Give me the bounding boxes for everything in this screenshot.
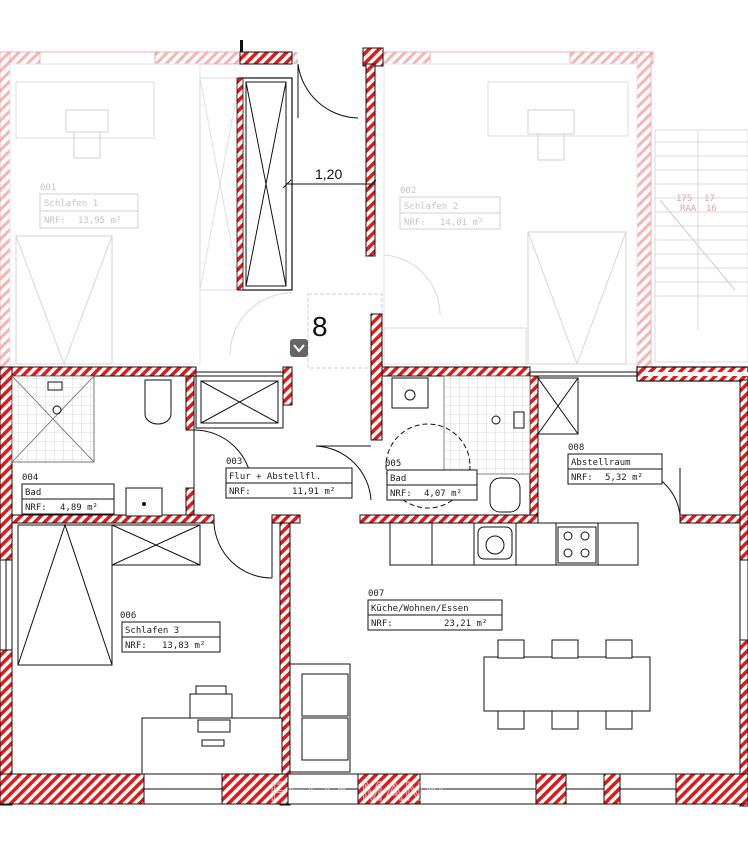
room-label-004: 004 Bad NRF: 4,89 m² <box>21 473 115 515</box>
cooktop <box>557 526 597 564</box>
bed-006 <box>17 524 113 666</box>
svg-text:4,07 m²: 4,07 m² <box>424 489 462 499</box>
svg-text:Schlafen 3: Schlafen 3 <box>125 626 179 636</box>
svg-text:Schlafen 1: Schlafen 1 <box>44 199 98 209</box>
staircase: 17S 17 RAA 16 <box>654 129 748 363</box>
toilet-004 <box>144 379 172 425</box>
toilet-005 <box>489 477 521 513</box>
svg-text:13,83 m²: 13,83 m² <box>162 641 205 651</box>
svg-text:Küche/Wohnen/Essen: Küche/Wohnen/Essen <box>371 604 469 614</box>
svg-text:NRF:: NRF: <box>404 218 426 228</box>
svg-text:NRF:: NRF: <box>571 473 593 483</box>
room-label-002: 002 Schlafen 2 NRF: 14,81 m² <box>399 186 501 230</box>
room-label-007: 007 Küche/Wohnen/Essen NRF: 23,21 m² <box>367 589 503 631</box>
svg-text:Abstellraum: Abstellraum <box>571 458 631 468</box>
svg-text:005: 005 <box>385 459 401 469</box>
room-label-008: 008 Abstellraum NRF: 5,32 m² <box>567 443 663 485</box>
svg-text:NRF:: NRF: <box>44 216 66 226</box>
stair-label-c: RAA <box>680 204 697 214</box>
svg-text:001: 001 <box>40 183 56 193</box>
svg-text:14,81 m²: 14,81 m² <box>440 218 483 228</box>
watermark-logo: FELIX MANN IMMOBILIEN <box>269 775 446 825</box>
svg-text:Bad: Bad <box>25 488 41 498</box>
svg-text:Flur + Abstellfl.: Flur + Abstellfl. <box>229 472 321 482</box>
dimension-label: 1,20 <box>315 166 342 182</box>
svg-text:IMMOBILIEN: IMMOBILIEN <box>330 814 419 825</box>
shower-005 <box>443 375 531 475</box>
svg-text:008: 008 <box>568 443 584 453</box>
turning-circle <box>385 423 471 509</box>
dining-table <box>483 656 651 712</box>
svg-text:004: 004 <box>22 473 38 483</box>
stair-label-a: 17S <box>676 194 692 204</box>
sink-005 <box>391 377 429 409</box>
svg-text:007: 007 <box>368 589 384 599</box>
stair-label-d: 16 <box>706 204 717 214</box>
svg-text:NRF:: NRF: <box>229 487 251 497</box>
svg-text:4,89 m²: 4,89 m² <box>60 503 98 513</box>
level-number: 8 <box>312 311 328 342</box>
kitchen-counter <box>389 522 639 566</box>
kitchen-sink <box>477 526 513 560</box>
room-label-001: 001 Schlafen 1 NRF: 13,95 m² <box>39 183 139 229</box>
svg-text:NRF:: NRF: <box>25 503 47 513</box>
room-label-003: 003 Flur + Abstellfl. NRF: 11,91 m² <box>225 457 353 499</box>
svg-text:002: 002 <box>400 186 416 196</box>
room-label-005: 005 Bad NRF: 4,07 m² <box>385 459 478 501</box>
svg-text:006: 006 <box>120 611 136 621</box>
svg-text:13,95 m²: 13,95 m² <box>78 216 121 226</box>
svg-text:NRF:: NRF: <box>125 641 147 651</box>
svg-text:5,32 m²: 5,32 m² <box>605 473 643 483</box>
room-label-006: 006 Schlafen 3 NRF: 13,83 m² <box>120 611 221 653</box>
active-walls: 1,20 <box>0 40 748 807</box>
svg-text:NRF:: NRF: <box>371 619 393 629</box>
fixtures <box>11 375 681 775</box>
svg-text:FELIX MANN: FELIX MANN <box>270 776 446 806</box>
chevron-down-icon[interactable] <box>290 339 308 357</box>
svg-text:11,91 m²: 11,91 m² <box>292 487 335 497</box>
svg-text:Schlafen 2: Schlafen 2 <box>404 202 458 212</box>
level-marker: 8 <box>312 311 328 342</box>
stair-label-b: 17 <box>704 194 715 204</box>
svg-text:23,21 m²: 23,21 m² <box>444 619 487 629</box>
svg-text:NRF:: NRF: <box>390 489 412 499</box>
svg-text:Bad: Bad <box>390 474 406 484</box>
svg-text:003: 003 <box>226 457 242 467</box>
